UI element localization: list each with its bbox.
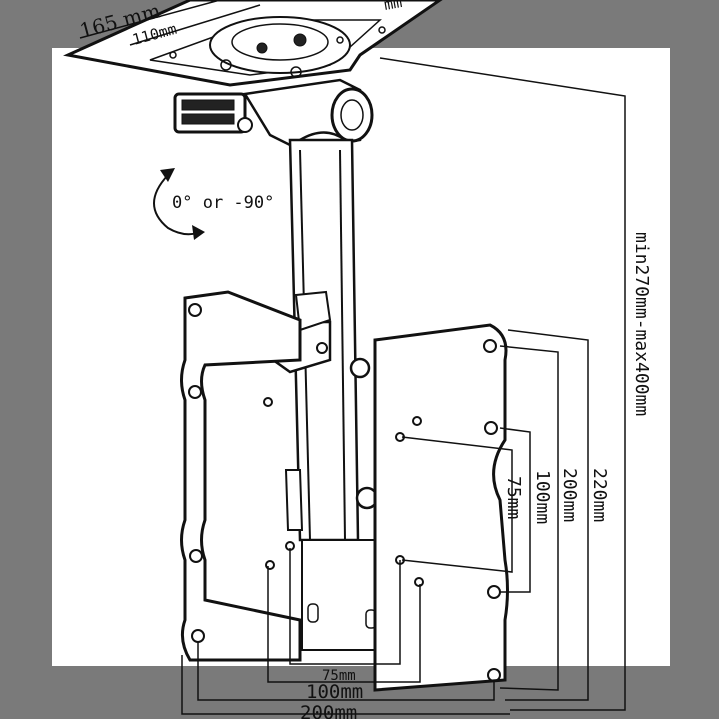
rotation-arrow xyxy=(153,168,205,240)
dim-height-range: min270mm-max400mm xyxy=(631,232,652,416)
dim-vertical-220: 220mm xyxy=(589,468,610,522)
vertical-dimension-lines xyxy=(379,57,626,711)
ceiling-plate xyxy=(63,0,443,87)
vesa-plate-right xyxy=(373,323,509,692)
dim-vertical-100: 100mm xyxy=(532,470,553,524)
dim-horizontal-200: 200mm xyxy=(300,702,357,719)
dim-horizontal-75: 75mm xyxy=(322,668,356,684)
horizontal-dimension-lines xyxy=(181,548,510,715)
dim-vertical-200: 200mm xyxy=(559,468,580,522)
vesa-plate-left xyxy=(180,290,302,662)
top-dimension-lines xyxy=(79,0,261,46)
rotation-label: 0° or -90° xyxy=(172,193,274,213)
dim-top-partial: mm xyxy=(383,0,404,14)
dim-horizontal-100: 100mm xyxy=(306,681,363,703)
dim-vertical-75: 75mm xyxy=(503,476,524,519)
